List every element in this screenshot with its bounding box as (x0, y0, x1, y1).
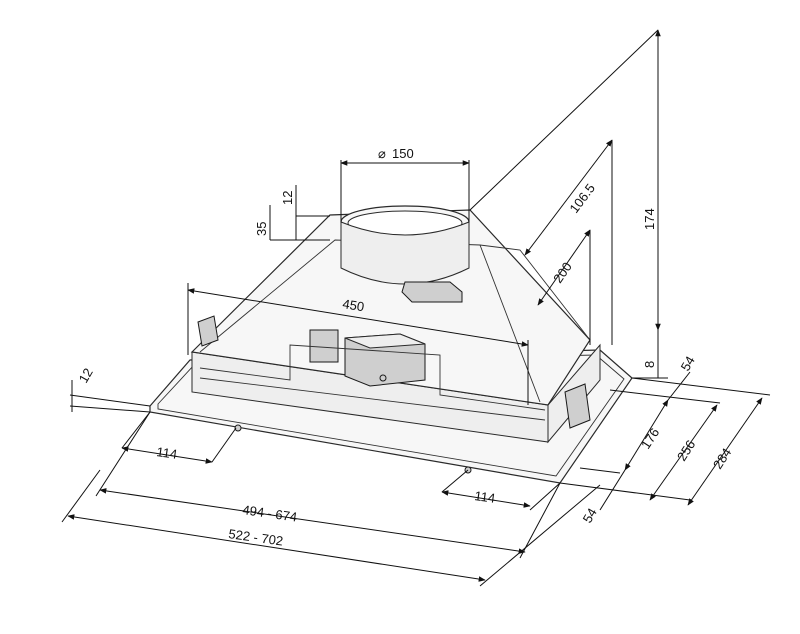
duct-collar-side (340, 221, 470, 285)
label-35: 35 (254, 222, 269, 236)
label-12-left: 12 (76, 365, 96, 385)
label-54-bottom: 54 (580, 505, 600, 525)
hood-body (149, 205, 633, 484)
label-150: 150 (392, 146, 414, 161)
right-clip (564, 383, 591, 429)
rivet (379, 374, 387, 382)
label-114-right: 114 (474, 488, 497, 506)
left-clip (197, 315, 219, 347)
dimension-lines (61, 29, 771, 587)
duct-flap (401, 281, 463, 303)
hood-right-slope (479, 244, 591, 341)
label-54-top: 54 (678, 353, 698, 373)
label-106-5: 106.5 (566, 181, 598, 216)
front-rail-lower (199, 377, 546, 421)
rivet (234, 424, 242, 432)
label-8: 8 (642, 361, 657, 368)
label-256: 256 (674, 437, 698, 463)
label-176: 176 (638, 425, 662, 451)
diameter-symbol: ⌀ (378, 146, 386, 161)
connector-block (309, 329, 339, 363)
label-12-top: 12 (280, 191, 295, 205)
label-450: 450 (342, 296, 366, 314)
label-114-left: 114 (156, 444, 179, 462)
label-494-674: 494 - 674 (242, 502, 298, 524)
front-rail (199, 344, 546, 411)
label-174: 174 (642, 208, 657, 230)
